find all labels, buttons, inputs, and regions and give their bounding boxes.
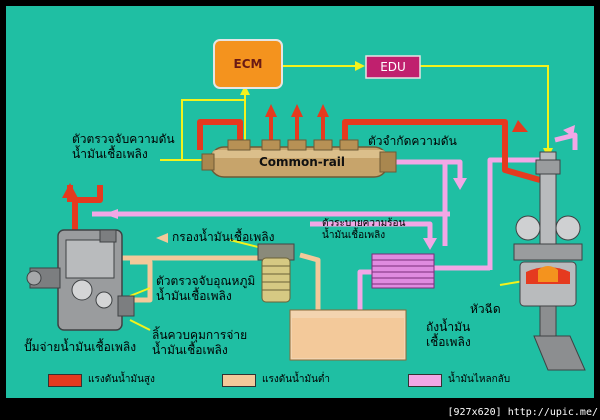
legend-swatch-high (48, 374, 82, 387)
return-injector-top (554, 132, 578, 150)
fuel-filter (257, 243, 295, 303)
temp-sensor-line1: ตัวตรวจจับอุณหภูมิ (156, 274, 256, 288)
arrow-return-filter-left (104, 209, 118, 219)
pressure-limiter-label: ตัวจำกัดความดัน (368, 134, 457, 148)
watermark-text: [927x620] http://upic.me/ (447, 407, 598, 418)
legend-swatch-return (408, 374, 442, 387)
fuel-filter-label: กรองน้ำมันเชื้อเพลิง (172, 230, 275, 244)
return-to-cooler (310, 221, 433, 240)
edu-label: EDU (380, 60, 406, 74)
arrow-return-injector-in (563, 125, 575, 137)
arrow-up-rail-1 (265, 104, 277, 117)
high-pressure-pump-to-rail (72, 185, 103, 240)
high-pressure-rail-right (342, 119, 541, 183)
edu-box (365, 55, 421, 79)
fuel-tank (289, 309, 407, 361)
arrow-up-rail-3 (317, 104, 329, 117)
high-pressure-arrows (62, 104, 329, 198)
fuel-tank-label: ถังน้ำมัน เชื้อเพลิง (426, 320, 471, 350)
high-pressure-rail-left-up (197, 119, 243, 150)
arrow-return-rail-down (453, 178, 467, 190)
signal-rail-to-ecm (181, 99, 246, 160)
arrow-to-injector-red (512, 120, 528, 132)
signal-scv-lead (129, 319, 151, 331)
rail-label: Common-rail (258, 155, 346, 169)
temp-sensor-label: ตัวตรวจจับอุณหภูมิ น้ำมันเชื้อเพลิง (156, 274, 255, 304)
low-pressure-tank-to-filter (299, 252, 321, 320)
fuel-cooler (371, 253, 435, 289)
signal-temp-lead (129, 287, 151, 297)
arrow-return-cooler-down (423, 238, 437, 250)
fuel-cooler-label: ตัวระบายความร้อน น้ำมันเชื้อเพลิง (322, 218, 405, 242)
return-from-injector (487, 157, 540, 270)
ecm-box (213, 39, 283, 89)
legend-label-low: แรงดันน้ำมันต่ำ (262, 374, 331, 385)
fuel-tank-line2: เชื้อเพลิง (426, 335, 471, 349)
arrow-low-left (156, 233, 168, 243)
rail-pressure-sensor-line2: น้ำมันเชื้อเพลิง (72, 147, 148, 161)
signal-filter-lead (229, 239, 263, 249)
legend-label-high: แรงดันน้ำมันสูง (88, 374, 155, 385)
redhp-arrows-right (512, 120, 528, 132)
fuel-tank-line1: ถังน้ำมัน (426, 320, 471, 334)
lowpressure-arrows (156, 233, 168, 243)
rail-pressure-sensor-line1: ตัวตรวจจับความดัน (72, 132, 175, 146)
temp-sensor-line2: น้ำมันเชื้อเพลิง (156, 289, 232, 303)
legend-swatch-low (222, 374, 256, 387)
rail-pressure-sensor-label: ตัวตรวจจับความดัน น้ำมันเชื้อเพลิง (72, 132, 175, 162)
scv-line2: น้ำมันเชื้อเพลิง (152, 343, 228, 357)
injector-assembly (513, 151, 586, 371)
fuel-cooler-line2: น้ำมันเชื้อเพลิง (322, 230, 386, 241)
arrow-to-ecm (240, 85, 250, 95)
pump-label: ปั๊มจ่ายน้ำมันเชื้อเพลิง (24, 340, 137, 354)
common-rail (201, 139, 397, 178)
low-pressure-pump-loop (128, 259, 153, 303)
arrow-up-left-red (62, 183, 78, 198)
arrow-to-edu (355, 61, 365, 71)
ecm-label: ECM (233, 57, 263, 71)
rail-leak-tubes (269, 116, 325, 140)
return-rail-right (395, 159, 463, 180)
fuel-cooler-line1: ตัวระบายความร้อน (322, 218, 406, 229)
scv-label: ลิ้นควบคุมการจ่าย น้ำมันเชื้อเพลิง (152, 328, 247, 358)
arrow-up-rail-2 (291, 104, 303, 117)
signal-edu-to-injector (420, 65, 549, 150)
legend-label-return: น้ำมันไหลกลับ (448, 374, 511, 385)
fuel-pump (26, 229, 135, 331)
injector-label: หัวฉีด (470, 302, 501, 316)
scv-line1: ลิ้นควบคุมการจ่าย (152, 328, 248, 342)
